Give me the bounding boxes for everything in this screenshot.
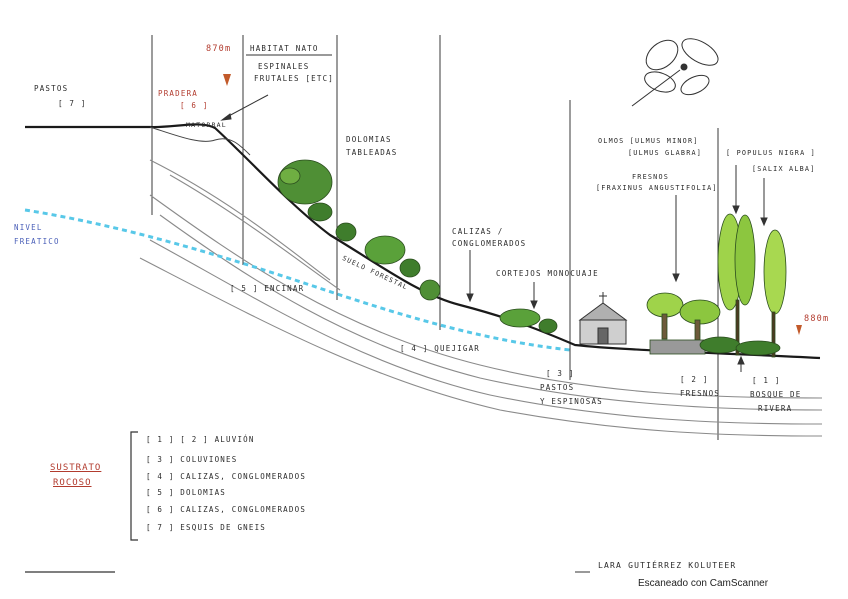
- label-bosque-1: BOSQUE DE: [750, 390, 802, 399]
- nivel-freatico-line: [24, 208, 571, 352]
- label-pradera-6-num: [ 6 ]: [180, 101, 209, 110]
- altitude-marker-icon: [223, 74, 231, 86]
- label-altitude-top: 870m: [206, 44, 232, 54]
- label-dolomias-1: DOLOMIAS: [346, 135, 392, 144]
- label-encinar: [ 5 ] ENCINAR: [230, 284, 305, 293]
- label-pastos-3: PASTOS: [540, 383, 575, 392]
- label-pradera-6: PRADERA: [158, 89, 199, 98]
- legend-item: [ 5 ] DOLOMIAS: [146, 488, 227, 497]
- terrain-sub-line: [149, 126, 251, 156]
- label-pastos-7-num: [ 7 ]: [58, 99, 87, 108]
- dragonfly-icon: [631, 38, 719, 107]
- label-fresnos-name: FRESNOS: [680, 389, 721, 398]
- label-bosque-num: [ 1 ]: [752, 376, 781, 385]
- label-olmos-1: OLMOS [ULMUS MINOR]: [598, 137, 699, 145]
- label-matorral: MATORRAL: [186, 121, 227, 129]
- legend-title-1: SUSTRATO: [50, 463, 102, 473]
- legend-item: [ 3 ] COLUVIONES: [146, 455, 238, 464]
- pointer-arrows: [220, 94, 768, 372]
- legend-title-2: ROCOSO: [53, 478, 92, 488]
- legend-item: [ 4 ] CALIZAS, CONGLOMERADOS: [146, 472, 307, 481]
- legend-item: [ 7 ] ESQUIS DE GNEIS: [146, 523, 267, 532]
- legend-bracket: [130, 431, 138, 541]
- chapel-icon: [578, 292, 628, 345]
- legend-item: [ 6 ] CALIZAS, CONGLOMERADOS: [146, 505, 307, 514]
- label-calizas-2: CONGLOMERADOS: [452, 239, 527, 248]
- label-pastos-3-num: [ 3 ]: [546, 369, 575, 378]
- altitude-marker-right-icon: [796, 325, 802, 335]
- label-altitude-right: 880m: [804, 314, 830, 324]
- zone-dividers: [151, 35, 719, 440]
- label-freatico: FREATICO: [14, 237, 60, 246]
- label-populus: [ POPULUS NIGRA ]: [726, 149, 816, 157]
- label-olmos-2: [ULMUS GLABRA]: [628, 149, 703, 157]
- legend-item: [ 1 ] [ 2 ] ALUVIÓN: [146, 435, 255, 444]
- label-fresnos-num: [ 2 ]: [680, 375, 709, 384]
- label-bosque-2: RIVERA: [758, 404, 793, 413]
- label-fresnos-1: FRESNOS: [632, 173, 670, 181]
- label-fresnos-2: [FRAXINUS ANGUSTIFOLIA]: [596, 184, 718, 192]
- slope-trees: [277, 159, 558, 334]
- label-calizas-1: CALIZAS /: [452, 227, 504, 236]
- substrate-layers: [139, 159, 823, 437]
- label-espinales: ESPINALES: [258, 62, 310, 71]
- scanner-watermark: Escaneado con CamScanner: [638, 578, 769, 589]
- label-pastos-3-espinosas: Y ESPINOSAS: [540, 397, 603, 406]
- label-nivel: NIVEL: [14, 223, 43, 232]
- label-quejigar: [ 4 ] QUEJIGAR: [400, 344, 481, 353]
- label-cortejos: CORTEJOS MONOCUAJE: [496, 269, 599, 278]
- label-dolomias-2: TABLEADAS: [346, 148, 398, 157]
- label-salix: [SALIX ALBA]: [752, 165, 816, 173]
- river-trees: [646, 213, 787, 358]
- label-habitat-title: HABITAT NATO: [250, 44, 319, 53]
- label-pastos-7: PASTOS: [34, 84, 69, 93]
- author-signature: LARA GUTIÉRREZ KOLUTEER: [598, 561, 737, 570]
- label-frutales: FRUTALES [ETC]: [254, 74, 335, 83]
